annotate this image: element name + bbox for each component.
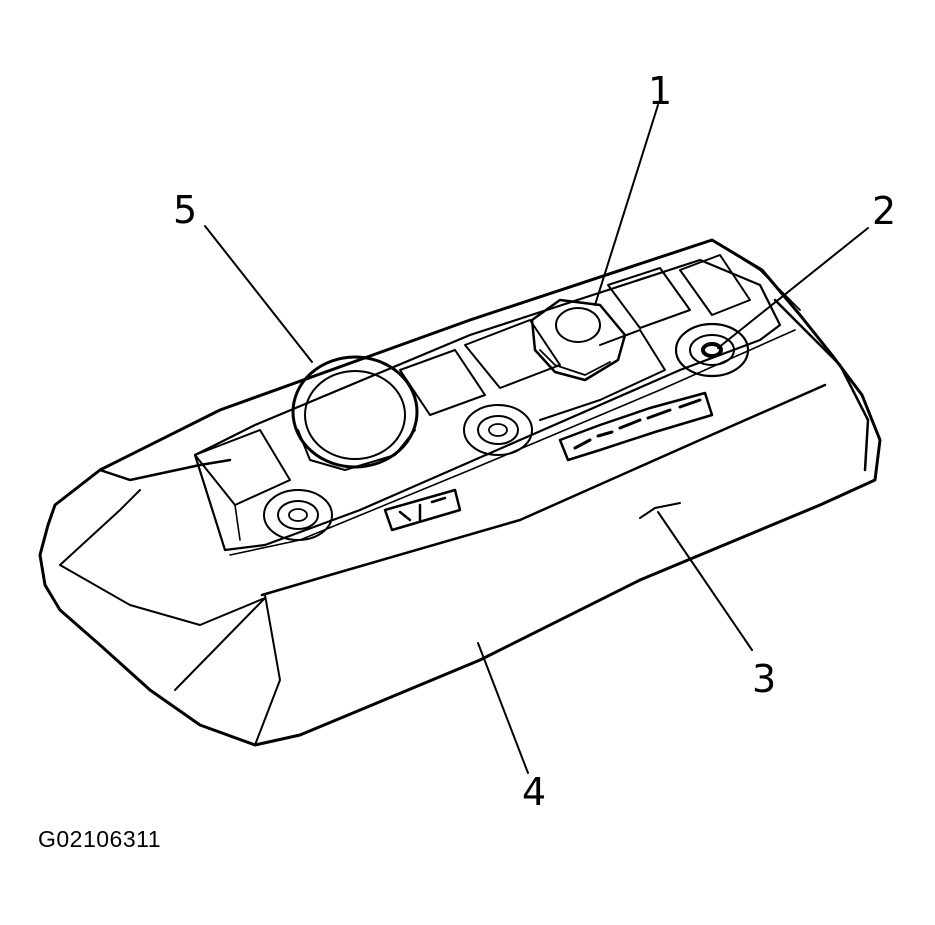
figure-code: G02106311	[38, 826, 162, 852]
boss-middle	[463, 404, 533, 456]
oil-filler-neck	[291, 355, 419, 471]
leader-5	[204, 225, 313, 363]
callout-4: 4	[522, 770, 546, 814]
leader-4	[477, 642, 529, 774]
cast-logo-marks	[383, 391, 714, 532]
leader-2	[717, 227, 869, 349]
boss-left	[263, 489, 333, 541]
callout-2: 2	[872, 189, 896, 233]
leader-lines	[204, 104, 869, 774]
mounting-bosses	[263, 322, 750, 541]
leader-3	[657, 511, 753, 651]
callout-1: 1	[648, 69, 672, 113]
callout-labels: 1 2 3 4 5	[173, 69, 896, 814]
breather-port	[530, 298, 627, 382]
engine-cover-outline	[38, 238, 882, 747]
boss-right	[674, 322, 750, 378]
callout-3: 3	[752, 657, 776, 701]
date-stamp-mark	[639, 502, 681, 519]
callout-5: 5	[173, 188, 197, 232]
leader-1	[594, 104, 659, 306]
